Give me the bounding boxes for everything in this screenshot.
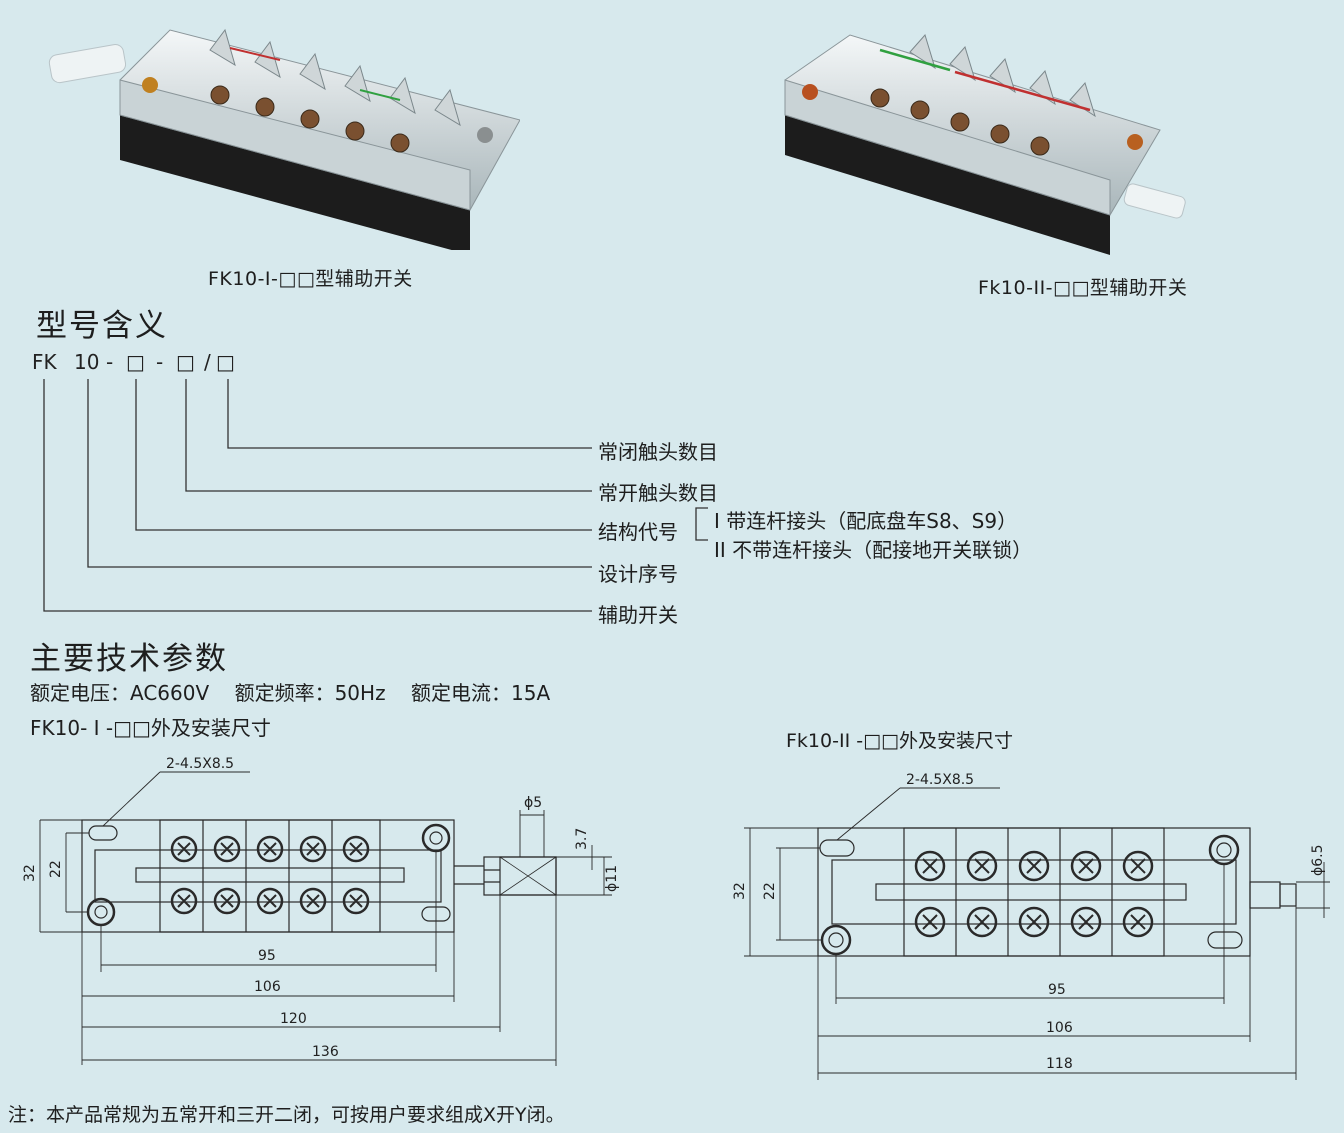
label-structure: 结构代号 bbox=[598, 520, 678, 544]
right-mount-screw-2 bbox=[820, 924, 852, 956]
right-center-bar bbox=[875, 883, 1187, 901]
left-mount-screw-1 bbox=[421, 823, 451, 853]
left-dim-136: 136 bbox=[312, 1044, 339, 1060]
code-dash-1: - bbox=[106, 350, 113, 374]
label-nc-count: 常闭触头数目 bbox=[598, 440, 718, 464]
label-no-count: 常开触头数目 bbox=[598, 481, 718, 505]
code-box-3: □ bbox=[216, 350, 235, 374]
left-dim-32: 32 bbox=[22, 864, 38, 882]
left-terminals bbox=[170, 835, 370, 915]
left-dim-phi5: ϕ5 bbox=[524, 795, 542, 811]
right-dim-22: 22 bbox=[762, 882, 778, 900]
code-box-1: □ bbox=[126, 350, 145, 374]
drawing-left-title: FK10- I -□□外及安装尺寸 bbox=[30, 716, 271, 740]
right-dim-phi6-5: ϕ6.5 bbox=[1310, 845, 1326, 877]
right-slot-hole-2 bbox=[1207, 931, 1243, 949]
switch-photo-type-2 bbox=[784, 33, 1186, 255]
photo-caption-type-1: FK10-I-□□型辅助开关 bbox=[208, 268, 413, 290]
right-slot-hole-1 bbox=[819, 839, 855, 857]
left-dimension-lines bbox=[39, 771, 612, 1066]
label-structure-opt2: II 不带连杆接头（配接地开关联锁） bbox=[714, 538, 1033, 562]
right-terminals bbox=[914, 850, 1154, 938]
left-hole-label: 2-4.5X8.5 bbox=[166, 756, 234, 772]
left-mount-screw-2 bbox=[86, 897, 116, 927]
drawing-right-title: Fk10-II -□□外及安装尺寸 bbox=[786, 730, 1013, 752]
right-hole-label: 2-4.5X8.5 bbox=[906, 772, 974, 788]
params-line: 额定电压：AC660V 额定频率：50Hz 额定电流：15A bbox=[30, 681, 551, 705]
left-dim-106: 106 bbox=[254, 979, 281, 995]
photo-caption-type-2: Fk10-II-□□型辅助开关 bbox=[978, 277, 1188, 299]
switch-photo-type-1 bbox=[48, 28, 520, 250]
left-center-bar bbox=[135, 867, 405, 883]
right-dim-118: 118 bbox=[1046, 1056, 1073, 1072]
left-dim-3-7: 3.7 bbox=[574, 828, 590, 850]
drawing-left: 2-4.5X8.5 32 22 95 106 120 136 ϕ5 3.7 ϕ1… bbox=[22, 756, 620, 1066]
left-shaft-coupling bbox=[483, 856, 557, 896]
label-aux-switch: 辅助开关 bbox=[598, 603, 678, 627]
left-dim-phi11: ϕ11 bbox=[604, 865, 620, 892]
right-dim-95: 95 bbox=[1048, 982, 1066, 998]
code-dash-2: - bbox=[156, 350, 163, 374]
left-dim-22: 22 bbox=[48, 860, 64, 878]
code-10: 10 bbox=[74, 350, 99, 374]
right-dimension-lines bbox=[744, 787, 1330, 1080]
code-slash: / bbox=[204, 350, 211, 374]
left-dim-120: 120 bbox=[280, 1011, 307, 1027]
footnote: 注：本产品常规为五常开和三开二闭，可按用户要求组成X开Y闭。 bbox=[8, 1104, 565, 1126]
right-shaft bbox=[1249, 881, 1281, 909]
model-code-diagram: FK 10 - □ - □ / □ bbox=[32, 350, 708, 612]
label-design-seq: 设计序号 bbox=[598, 562, 678, 586]
right-dim-106: 106 bbox=[1046, 1020, 1073, 1036]
drawing-right: 2-4.5X8.5 32 22 95 106 118 ϕ6.5 bbox=[732, 772, 1330, 1080]
model-meaning-title: 型号含义 bbox=[36, 308, 168, 344]
label-structure-opt1: I 带连杆接头（配底盘车S8、S9） bbox=[714, 509, 1018, 533]
right-dim-32: 32 bbox=[732, 882, 748, 900]
leader-lines bbox=[43, 379, 708, 612]
params-title: 主要技术参数 bbox=[30, 641, 228, 677]
code-fk: FK bbox=[32, 350, 58, 374]
code-box-2: □ bbox=[176, 350, 195, 374]
left-dim-95: 95 bbox=[258, 948, 276, 964]
left-slot-hole-1 bbox=[88, 825, 118, 841]
